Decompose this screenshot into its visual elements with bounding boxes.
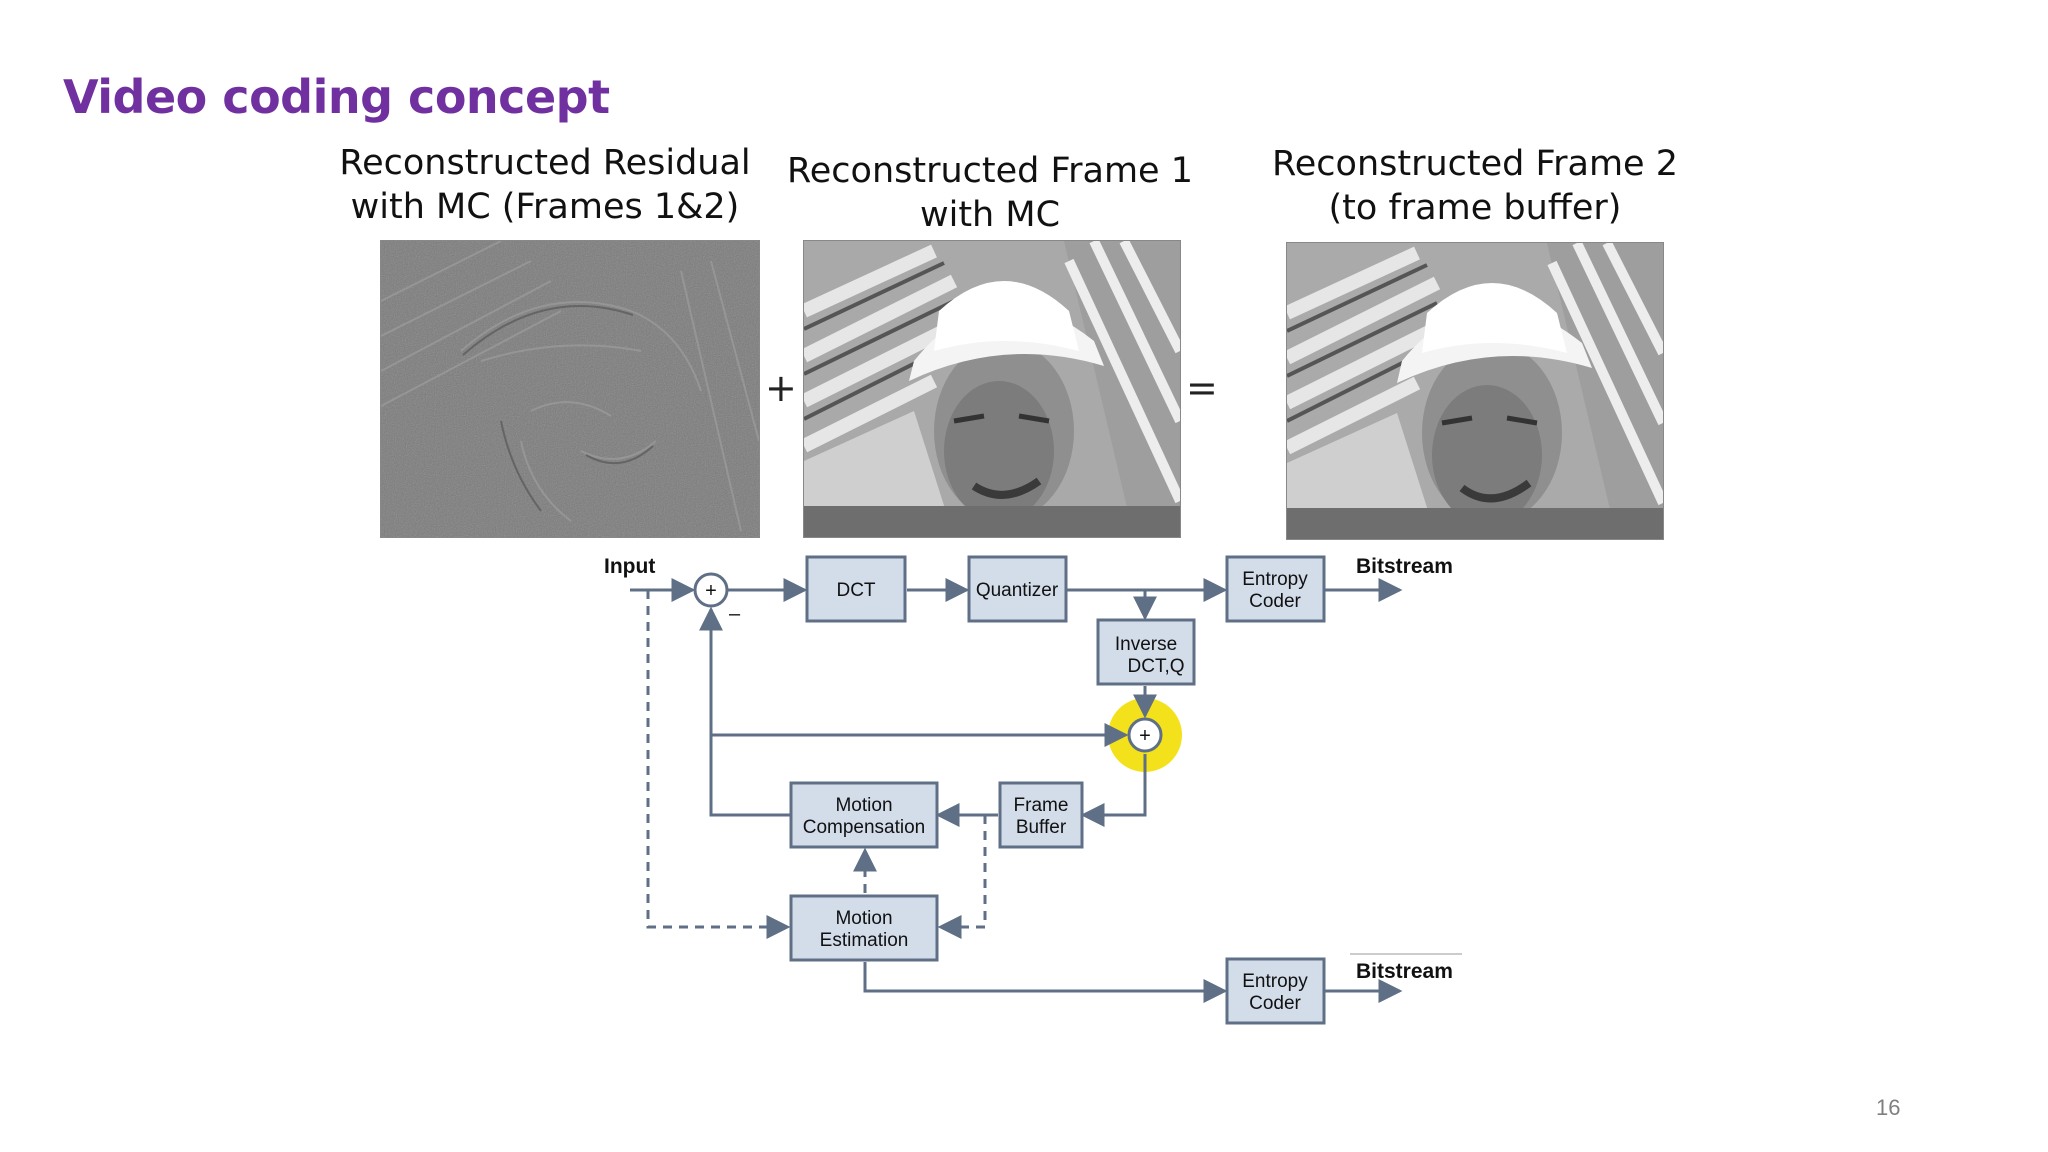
summing-junction-reconstruct	[1127, 717, 1163, 753]
entropy-coder-top-block	[1225, 555, 1326, 623]
sum-symbol-input: +	[705, 580, 717, 602]
quantizer-block	[967, 555, 1068, 623]
fb-label-1: Frame	[1014, 795, 1069, 816]
me-label-1: Motion	[835, 908, 892, 929]
quantizer-label: Quantizer	[976, 580, 1059, 601]
inverse-label-2: DCT,Q	[1128, 656, 1185, 677]
frame2-image	[1286, 242, 1664, 540]
caption-frame1: Reconstructed Frame 1 with MC	[780, 149, 1200, 237]
input-label: Input	[604, 555, 655, 578]
caption-frame2-line1: Reconstructed Frame 2	[1272, 144, 1678, 184]
slide-title: Video coding concept	[63, 70, 610, 124]
entropy-top-label-2: Coder	[1249, 591, 1301, 612]
caption-frame2: Reconstructed Frame 2 (to frame buffer)	[1255, 142, 1695, 230]
fb-label-2: Buffer	[1016, 817, 1067, 838]
inverse-label-1: Inverse	[1115, 634, 1177, 655]
me-label-2: Estimation	[820, 930, 909, 951]
page-number: 16	[1876, 1095, 1901, 1120]
caption-frame1-line1: Reconstructed Frame 1	[787, 151, 1193, 191]
caption-frame2-line2: (to frame buffer)	[1328, 188, 1622, 228]
mc-label-2: Compensation	[803, 817, 926, 838]
motion-estimation-block	[789, 894, 939, 962]
caption-residual-line2: with MC (Frames 1&2)	[350, 187, 740, 227]
bitstream-bottom-label: Bitstream	[1356, 960, 1453, 983]
mc-label-1: Motion	[835, 795, 892, 816]
residual-image	[380, 240, 760, 538]
dct-block	[805, 555, 907, 623]
plus-operator: +	[765, 366, 797, 410]
minus-sign: –	[729, 603, 741, 625]
entropy-coder-bottom-block	[1225, 957, 1326, 1025]
frame-buffer-block	[998, 781, 1084, 849]
caption-residual: Reconstructed Residual with MC (Frames 1…	[335, 141, 755, 229]
entropy-bottom-label-1: Entropy	[1242, 971, 1308, 992]
sum-symbol-reconstruct: +	[1139, 725, 1151, 747]
bitstream-top-label: Bitstream	[1356, 555, 1453, 578]
frame1-image	[803, 240, 1181, 538]
equals-operator: =	[1186, 366, 1218, 410]
inverse-dct-block	[1096, 618, 1196, 686]
caption-residual-line1: Reconstructed Residual	[339, 143, 751, 183]
summing-junction-input	[693, 572, 729, 608]
dct-label: DCT	[836, 580, 875, 601]
entropy-bottom-label-2: Coder	[1249, 993, 1301, 1014]
caption-frame1-line2: with MC	[919, 195, 1061, 235]
motion-compensation-block	[789, 781, 939, 849]
entropy-top-label-1: Entropy	[1242, 569, 1308, 590]
